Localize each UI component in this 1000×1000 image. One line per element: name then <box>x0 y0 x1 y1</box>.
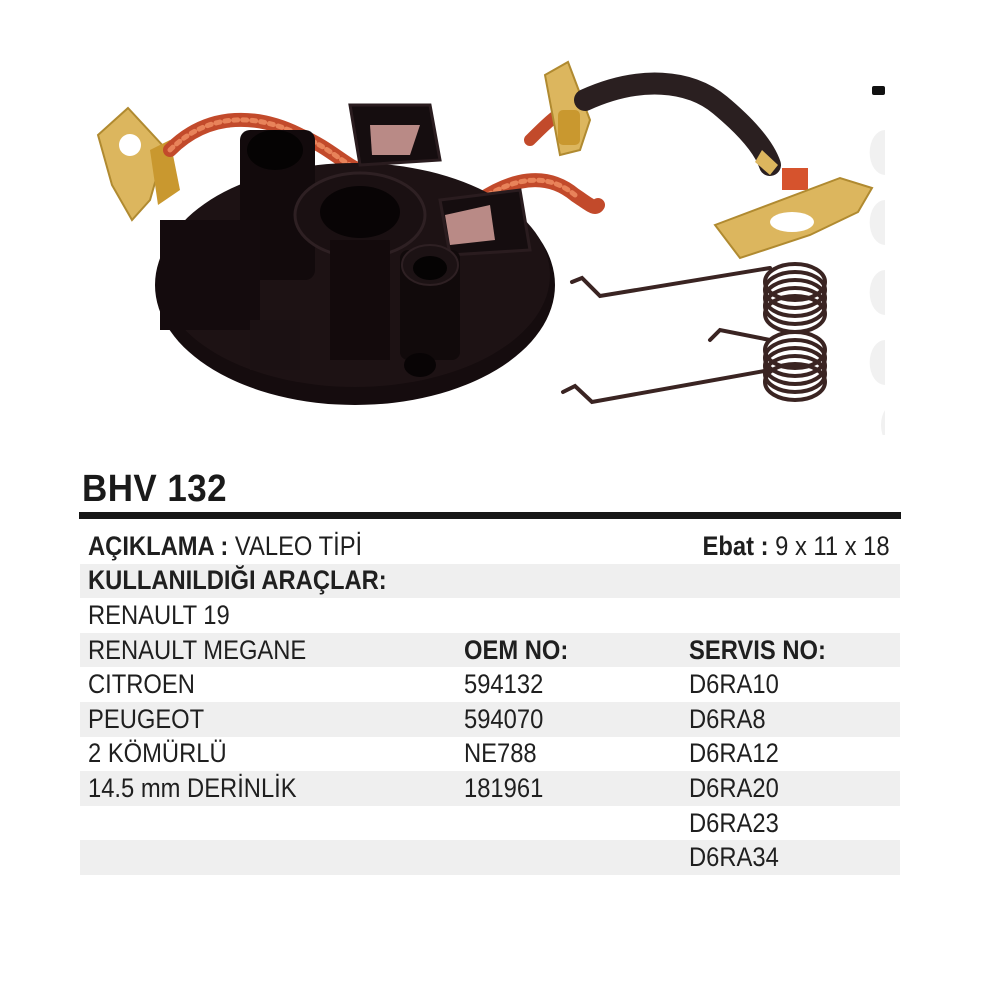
vehicles-label: KULLANILDIĞI ARAÇLAR: <box>88 565 387 596</box>
marker-icon <box>872 86 885 95</box>
size-value: 9 x 11 x 18 <box>768 530 890 561</box>
vehicle-item: CITROEN <box>88 669 195 700</box>
service-number: D6RA12 <box>689 738 779 769</box>
table-row: RENAULT 19 <box>80 598 900 633</box>
table-row: D6RA34 <box>80 840 900 875</box>
table-row: RENAULT MEGANE OEM NO: SERVIS NO: <box>80 632 900 668</box>
service-number: D6RA34 <box>689 842 779 873</box>
vehicle-item: 2 KÖMÜRLÜ <box>88 738 227 769</box>
table-row: 14.5 mm DERİNLİK 181961 D6RA20 <box>80 771 900 806</box>
brush-holder-product-photo-icon <box>96 60 885 435</box>
table-row: D6RA23 <box>80 806 900 841</box>
description-cell: AÇIKLAMA : VALEO TİPİ <box>88 529 362 564</box>
vehicle-item: RENAULT 19 <box>88 599 230 630</box>
vehicles-header-row: KULLANILDIĞI ARAÇLAR: <box>80 563 900 599</box>
torsion-springs-icon <box>561 262 827 405</box>
description-value: VALEO TİPİ <box>228 530 363 561</box>
description-row: AÇIKLAMA : VALEO TİPİ Ebat : 9 x 11 x 18 <box>80 529 900 564</box>
spec-table: AÇIKLAMA : VALEO TİPİ Ebat : 9 x 11 x 18… <box>80 529 900 875</box>
oem-number: 594070 <box>464 703 544 734</box>
table-row: PEUGEOT 594070 D6RA8 <box>80 701 900 737</box>
product-code-title: BHV 132 <box>82 468 228 510</box>
description-label: AÇIKLAMA : <box>88 530 229 561</box>
title-divider <box>79 512 901 519</box>
plastic-body-icon <box>155 103 555 405</box>
size-cell: Ebat : 9 x 11 x 18 <box>703 529 890 564</box>
oem-number: 594132 <box>464 669 544 700</box>
oem-number: NE788 <box>464 738 537 769</box>
service-number: D6RA20 <box>689 772 779 803</box>
vehicle-item: 14.5 mm DERİNLİK <box>88 772 297 803</box>
vehicle-item: RENAULT MEGANE <box>88 634 307 665</box>
edge-decoration-icon <box>869 130 885 435</box>
vehicle-item: PEUGEOT <box>88 703 205 734</box>
oem-label: OEM NO: <box>464 634 569 665</box>
service-number: D6RA8 <box>689 703 766 734</box>
table-row: 2 KÖMÜRLÜ NE788 D6RA12 <box>80 737 900 772</box>
service-number: D6RA10 <box>689 669 779 700</box>
oem-number: 181961 <box>464 772 544 803</box>
right-lead-icon <box>543 60 874 260</box>
table-row: CITROEN 594132 D6RA10 <box>80 667 900 702</box>
left-terminal-icon <box>96 106 180 222</box>
service-label: SERVIS NO: <box>689 634 826 665</box>
product-photo <box>90 55 890 435</box>
size-label: Ebat : <box>702 530 769 561</box>
service-number: D6RA23 <box>689 807 779 838</box>
